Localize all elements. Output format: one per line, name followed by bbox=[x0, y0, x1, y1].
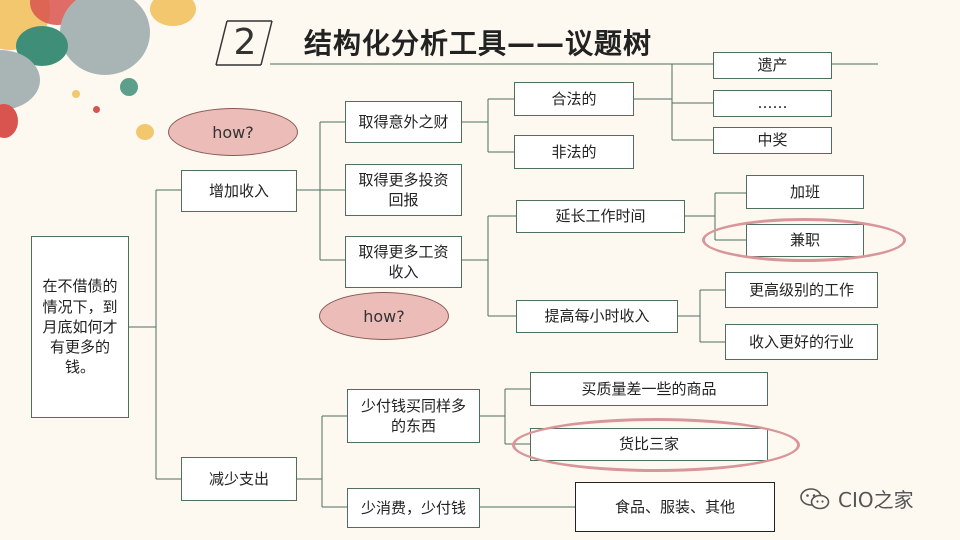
page-title: 结构化分析工具——议题树 bbox=[304, 27, 653, 60]
chat-bubbles-icon bbox=[800, 487, 830, 509]
branch-reduce-expense: 减少支出 bbox=[181, 457, 297, 501]
node-longer-hours: 延长工作时间 bbox=[516, 200, 685, 233]
node-categories: 食品、服装、其他 bbox=[575, 482, 775, 532]
title-number-frame bbox=[215, 20, 273, 66]
how-prompt: how? bbox=[168, 108, 298, 156]
decor-bubble bbox=[136, 124, 154, 140]
node-etc: …… bbox=[713, 90, 832, 117]
decor-bubble bbox=[150, 0, 196, 26]
decor-bubble bbox=[60, 0, 150, 75]
node-illegal: 非法的 bbox=[514, 135, 634, 169]
watermark-text: CIO之家 bbox=[838, 488, 914, 512]
decor-bubble bbox=[72, 90, 80, 98]
node-hourly: 提高每小时收入 bbox=[516, 300, 678, 333]
highlight-ring-compare bbox=[512, 418, 800, 472]
watermark: CIO之家 bbox=[800, 484, 914, 513]
node-wage: 取得更多工资收入 bbox=[345, 236, 462, 288]
root-question: 在不借债的情况下，到月底如何才有更多的钱。 bbox=[31, 236, 129, 418]
node-pay-less: 少付钱买同样多的东西 bbox=[347, 389, 480, 443]
node-consume-less: 少消费，少付钱 bbox=[347, 488, 480, 528]
how-prompt: how? bbox=[319, 292, 449, 340]
node-legal: 合法的 bbox=[514, 82, 634, 116]
node-overtime: 加班 bbox=[746, 175, 864, 209]
highlight-ring-part-time bbox=[702, 218, 906, 262]
node-inheritance: 遗产 bbox=[713, 52, 832, 79]
decor-bubble bbox=[93, 106, 100, 113]
node-lottery: 中奖 bbox=[713, 127, 832, 154]
decor-bubble bbox=[0, 104, 18, 138]
node-lower-quality: 买质量差一些的商品 bbox=[530, 372, 768, 406]
node-higher-job: 更高级别的工作 bbox=[725, 272, 878, 308]
title-number: 2 bbox=[233, 22, 257, 63]
decor-bubble bbox=[120, 78, 138, 96]
node-windfall: 取得意外之财 bbox=[345, 101, 462, 143]
node-investment: 取得更多投资回报 bbox=[345, 164, 462, 216]
node-better-industry: 收入更好的行业 bbox=[725, 324, 878, 360]
branch-increase-income: 增加收入 bbox=[181, 170, 297, 212]
